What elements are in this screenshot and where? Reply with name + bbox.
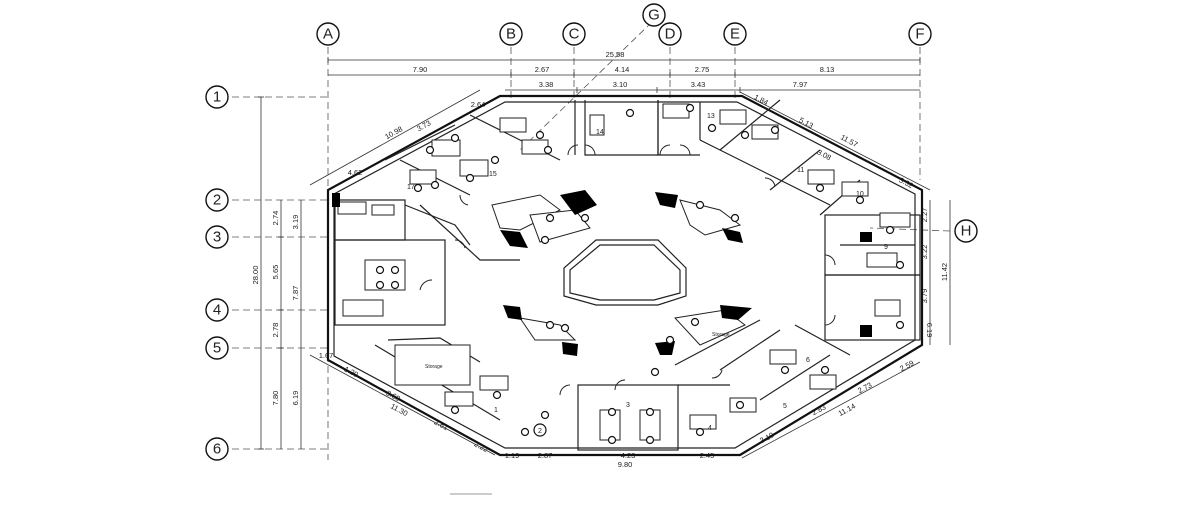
dimension-ticks bbox=[258, 57, 921, 450]
grid-bubble-G: G bbox=[642, 3, 666, 27]
grid-bubble-3: 3 bbox=[205, 225, 229, 249]
dimension-texts: 25.58 7.90 2.67 4.14 2.75 8.13 3.38 3.10… bbox=[251, 50, 949, 469]
svg-text:C: C bbox=[569, 26, 580, 43]
building-outline bbox=[326, 94, 924, 457]
room-labels: Storage Storage bbox=[425, 332, 730, 370]
dim-diagonal: 3.73 bbox=[415, 118, 432, 133]
grid-bubble-C: C bbox=[562, 22, 586, 46]
svg-text:E: E bbox=[730, 26, 740, 43]
svg-text:6: 6 bbox=[213, 441, 221, 458]
dim-top: 4.14 bbox=[615, 65, 630, 74]
dim-left: 2.78 bbox=[271, 323, 280, 338]
grid-bubble-H: H bbox=[954, 219, 978, 243]
dim-overall-top: 25.58 bbox=[606, 50, 625, 59]
room-number: 13 bbox=[707, 113, 715, 120]
grid-bubble-E: E bbox=[723, 22, 747, 46]
room-number: 1 bbox=[494, 407, 498, 414]
chairs bbox=[375, 103, 905, 445]
dim-top: 3.38 bbox=[539, 80, 554, 89]
grid-bubble-2: 2 bbox=[205, 188, 229, 212]
dim-diagonal: 1.67 bbox=[319, 351, 334, 360]
workstations bbox=[332, 103, 911, 441]
grid-bubble-5: 5 bbox=[205, 336, 229, 360]
grid-bubble-F: F bbox=[908, 22, 932, 46]
svg-text:H: H bbox=[961, 223, 972, 240]
dim-left: 7.87 bbox=[291, 286, 300, 301]
dim-left: 6.19 bbox=[291, 391, 300, 406]
svg-text:D: D bbox=[665, 26, 676, 43]
grid-bubble-4: 4 bbox=[205, 298, 229, 322]
dim-right: 3.22 bbox=[920, 245, 929, 260]
dim-top: 2.75 bbox=[695, 65, 710, 74]
room-numbers: 1 2 3 4 5 6 9 10 11 13 14 15 17 bbox=[407, 113, 888, 435]
dim-right: 2.27 bbox=[920, 208, 929, 223]
svg-text:B: B bbox=[506, 26, 516, 43]
room-number: 11 bbox=[797, 167, 804, 174]
interior-walls bbox=[334, 99, 921, 451]
dim-top: 3.10 bbox=[613, 80, 628, 89]
room-number: 2 bbox=[538, 428, 542, 435]
room-number: 4 bbox=[708, 425, 712, 432]
grid-bubble-1: 1 bbox=[205, 85, 229, 109]
svg-text:3: 3 bbox=[213, 229, 221, 246]
central-atrium bbox=[563, 239, 687, 306]
dim-diagonal: 11.57 bbox=[839, 133, 859, 149]
room-number: 10 bbox=[856, 191, 864, 198]
svg-text:A: A bbox=[323, 26, 333, 43]
svg-text:F: F bbox=[915, 26, 924, 43]
dim-left: 2.74 bbox=[271, 211, 280, 226]
dim-overall-bottom: 9.80 bbox=[618, 460, 633, 469]
grid-bubbles: A B C D E F G H 1 2 3 4 5 6 bbox=[205, 3, 978, 461]
grid-bubble-D: D bbox=[658, 22, 682, 46]
dim-top: 8.13 bbox=[820, 65, 835, 74]
dim-top: 7.97 bbox=[793, 80, 808, 89]
dim-overall-left: 28.00 bbox=[251, 266, 260, 285]
room-number: 6 bbox=[806, 357, 810, 364]
room-number: 5 bbox=[783, 403, 787, 410]
dim-left: 5.65 bbox=[271, 265, 280, 280]
dim-right: 6.19 bbox=[925, 323, 934, 338]
dim-diagonal: 11.14 bbox=[837, 402, 857, 418]
door-swings bbox=[419, 144, 836, 396]
room-number: 14 bbox=[596, 129, 604, 136]
room-label-storage: Storage bbox=[425, 364, 443, 370]
dim-diagonal: 2.64 bbox=[471, 100, 486, 109]
dim-diagonal: 5.13 bbox=[798, 115, 815, 130]
dim-diagonal: 4.62 bbox=[348, 168, 363, 177]
grid-bubble-B: B bbox=[499, 22, 523, 46]
grid-bubble-A: A bbox=[316, 22, 340, 46]
dimension-lines bbox=[260, 59, 951, 459]
svg-text:5: 5 bbox=[213, 340, 221, 357]
dim-diagonal: 2.59 bbox=[898, 358, 915, 373]
dim-left: 7.80 bbox=[271, 391, 280, 406]
room-number: 3 bbox=[626, 402, 630, 409]
room-number: 9 bbox=[884, 244, 888, 251]
room-number: 17 bbox=[407, 184, 415, 191]
svg-text:2: 2 bbox=[213, 192, 221, 209]
room-number: 15 bbox=[489, 171, 497, 178]
svg-text:1: 1 bbox=[213, 89, 221, 106]
svg-text:G: G bbox=[648, 7, 660, 24]
dim-right: 3.79 bbox=[920, 289, 929, 304]
grid-bubble-6: 6 bbox=[205, 437, 229, 461]
dim-right: 11.42 bbox=[940, 263, 949, 281]
svg-text:4: 4 bbox=[213, 302, 221, 319]
dim-top: 2.67 bbox=[535, 65, 550, 74]
dim-diagonal: 10.98 bbox=[383, 124, 404, 141]
room-label-storage: Storage bbox=[712, 332, 730, 338]
dim-left: 3.19 bbox=[291, 215, 300, 230]
dim-top: 3.43 bbox=[691, 80, 706, 89]
dim-top: 7.90 bbox=[413, 65, 428, 74]
